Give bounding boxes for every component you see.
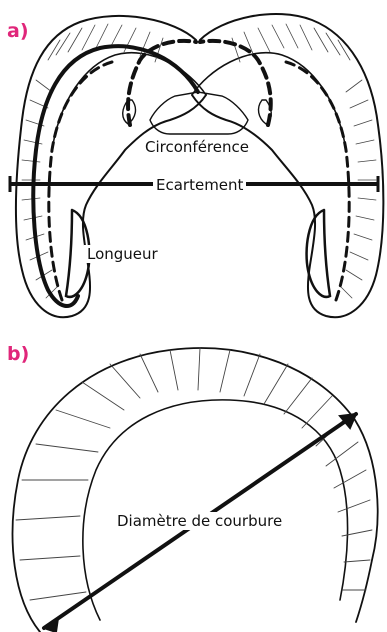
right-horn-tip <box>307 210 330 297</box>
length-label: Longueur <box>84 245 161 263</box>
inner-dashed-right <box>286 62 349 300</box>
panel-a-horns <box>16 14 383 317</box>
panel-a-label: a) <box>7 20 29 42</box>
skull-outline <box>150 92 248 134</box>
horn-curl-outer <box>13 348 378 632</box>
right-horn-outline <box>192 14 383 317</box>
right-horn-ridges <box>232 24 376 298</box>
inner-dashed-left <box>49 62 112 300</box>
curl-diameter-label: Diamètre de courbure <box>114 512 285 530</box>
panel-b-label: b) <box>7 343 29 365</box>
circumference-label: Circonférence <box>142 138 252 156</box>
horn-curl-ridges <box>16 348 372 600</box>
panel-b-horn <box>13 348 378 632</box>
spread-label: Ecartement <box>153 176 246 194</box>
